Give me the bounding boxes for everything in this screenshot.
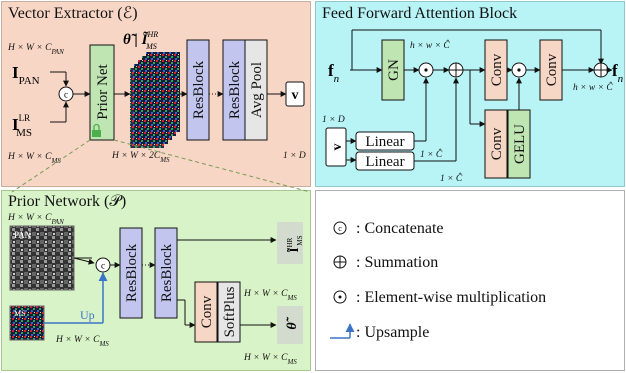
pan-image: PAN	[9, 225, 75, 291]
dim-1d-label-ff: 1 × D	[322, 115, 345, 125]
svg-text:Conv: Conv	[544, 53, 560, 86]
legend-panel	[315, 190, 625, 371]
ve-linear-box-visible	[254, 30, 276, 140]
svg-text:PAN: PAN	[14, 230, 32, 240]
svg-text:v: v	[330, 144, 345, 151]
svg-text:Linear: Linear	[365, 134, 404, 150]
lock-icon	[92, 130, 101, 137]
pn-concatenate-icon: c	[95, 257, 111, 273]
fn-output-label: fn	[612, 61, 624, 85]
svg-text:Linear: Linear	[365, 154, 404, 170]
legend-concatenate-icon: c	[333, 221, 347, 235]
svg-text:ResBlock: ResBlock	[159, 243, 175, 302]
dim-hwc-label-1: h × w × Ĉ	[410, 39, 450, 51]
svg-text:c: c	[64, 90, 68, 100]
svg-text:Prior Net: Prior Net	[95, 63, 111, 119]
svg-text:Avg Pool: Avg Pool	[249, 62, 265, 118]
gelu-block: GELU	[507, 109, 531, 179]
fn-input-label: fn	[328, 61, 340, 85]
legend-concatenate: : Concatenate	[356, 220, 444, 237]
ms-image: MS	[9, 305, 45, 341]
concatenate-icon: c	[58, 86, 74, 102]
svg-text:Conv: Conv	[489, 127, 505, 160]
dim-1c-label-1: 1 × Ĉ	[420, 148, 443, 160]
avgpool-block: Avg Pool	[244, 39, 268, 141]
prior-net-block: Prior Net	[89, 44, 115, 141]
svg-text:MS: MS	[14, 309, 26, 318]
legend-multiply: : Element-wise multiplication	[356, 289, 546, 306]
prior-network-title: Prior Network (𝒫)	[8, 193, 126, 210]
legend-summation: : Summation	[356, 254, 438, 271]
svg-text:c: c	[101, 261, 105, 271]
vector-extractor-title: Vector Extractor (ℰ)	[8, 5, 138, 22]
input-pan-label: IPAN	[12, 63, 40, 87]
pn-conv-block: Conv	[194, 281, 218, 343]
svg-text:GN: GN	[386, 59, 402, 81]
dim-hwc-label-2: h × w × Ĉ	[573, 81, 613, 93]
dim-1d-label: 1 × D	[283, 151, 306, 161]
svg-text:ResBlock: ResBlock	[191, 60, 207, 119]
svg-text:v: v	[292, 88, 299, 103]
svg-text:SoftPlus: SoftPlus	[222, 286, 238, 337]
pn-out-theta: θ̃	[277, 306, 303, 344]
svg-text:ResBlock: ResBlock	[227, 60, 243, 119]
gn-block: GN	[381, 39, 405, 101]
svg-text:c: c	[338, 224, 342, 233]
svg-text:ResBlock: ResBlock	[124, 243, 140, 302]
multiply-icon	[418, 62, 434, 78]
legend-upsample: : Upsample	[356, 324, 429, 341]
summation-icon	[448, 62, 464, 78]
resblock-2: ResBlock	[222, 39, 246, 141]
pn-dim-ms: H × W × CMS	[55, 335, 109, 348]
conv-block-1: Conv	[484, 39, 508, 101]
dim-pan-label: H × W × CPAN	[7, 43, 64, 56]
resblock-1: ResBlock	[186, 39, 210, 141]
pn-resblock-2: ResBlock	[154, 227, 178, 319]
pn-dim-out2: H × W × CMS	[243, 353, 297, 366]
svg-text:GELU: GELU	[512, 124, 528, 164]
up-label: Up	[80, 308, 95, 322]
feature-stack-image	[130, 52, 180, 148]
pn-softplus-block: SoftPlus	[217, 281, 241, 343]
legend-upsample-icon	[330, 323, 355, 339]
pn-resblock-1: ResBlock	[119, 227, 143, 319]
summation-icon-2	[593, 62, 609, 78]
pn-dim-out1: H × W × CMS	[243, 289, 297, 302]
dim-ms-label: H × W × CMS	[7, 152, 61, 165]
linear-block-1: Linear	[355, 131, 415, 151]
legend-multiply-icon	[333, 290, 347, 304]
legend-summation-icon	[333, 255, 347, 269]
dim-1c-label-2: 1 × Ĉ	[440, 172, 463, 184]
linear-block-2: Linear	[355, 151, 415, 171]
pn-dim-pan: H × W × CPAN	[7, 213, 64, 226]
svg-text:Conv: Conv	[489, 53, 505, 86]
conv-block-3: Conv	[484, 109, 508, 179]
feed-forward-title: Feed Forward Attention Block	[322, 5, 517, 22]
v-input-box: v	[325, 127, 347, 167]
dim-2cms-label: H × W × 2CMS	[111, 151, 170, 164]
v-output-box: v	[285, 81, 305, 107]
conv-block-2: Conv	[539, 39, 563, 101]
multiply-icon-2	[511, 62, 527, 78]
svg-text:Conv: Conv	[199, 295, 215, 328]
